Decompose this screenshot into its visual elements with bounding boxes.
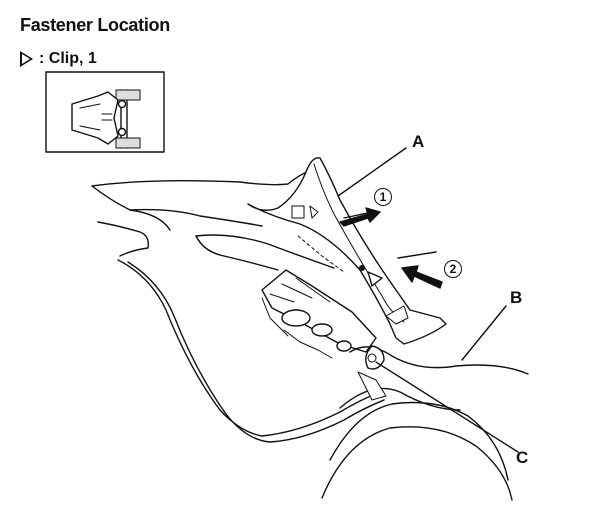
door-frame	[117, 234, 385, 443]
leader-b	[461, 305, 507, 361]
trim-tab	[291, 205, 305, 219]
clip-detail-inset	[45, 71, 165, 153]
arrow-one-icon	[339, 207, 381, 227]
trim-clip-triangle	[367, 271, 383, 287]
seat-belt-mechanism	[261, 269, 377, 359]
leader-step-two	[397, 251, 437, 259]
clip-legend-label: : Clip, 1	[39, 50, 97, 67]
page-title: Fastener Location	[20, 15, 170, 35]
arrow-two-icon	[401, 265, 443, 289]
triangle-outline-icon	[20, 50, 33, 67]
clip-legend: : Clip, 1	[20, 50, 97, 68]
pillar-trim	[247, 157, 447, 345]
lower-trim	[321, 345, 529, 501]
callout-b: B	[510, 288, 523, 307]
trim-clip-upper	[309, 205, 319, 219]
leader-a	[337, 147, 407, 197]
leader-c	[375, 361, 519, 453]
clip-head	[71, 91, 119, 145]
pillar-trim-body	[247, 157, 447, 345]
headliner-outline	[91, 169, 313, 257]
callout-c: C	[516, 448, 529, 467]
step-one-marker: 1	[374, 188, 392, 206]
step-two-marker: 2	[444, 260, 462, 278]
callout-a: A	[412, 132, 425, 151]
